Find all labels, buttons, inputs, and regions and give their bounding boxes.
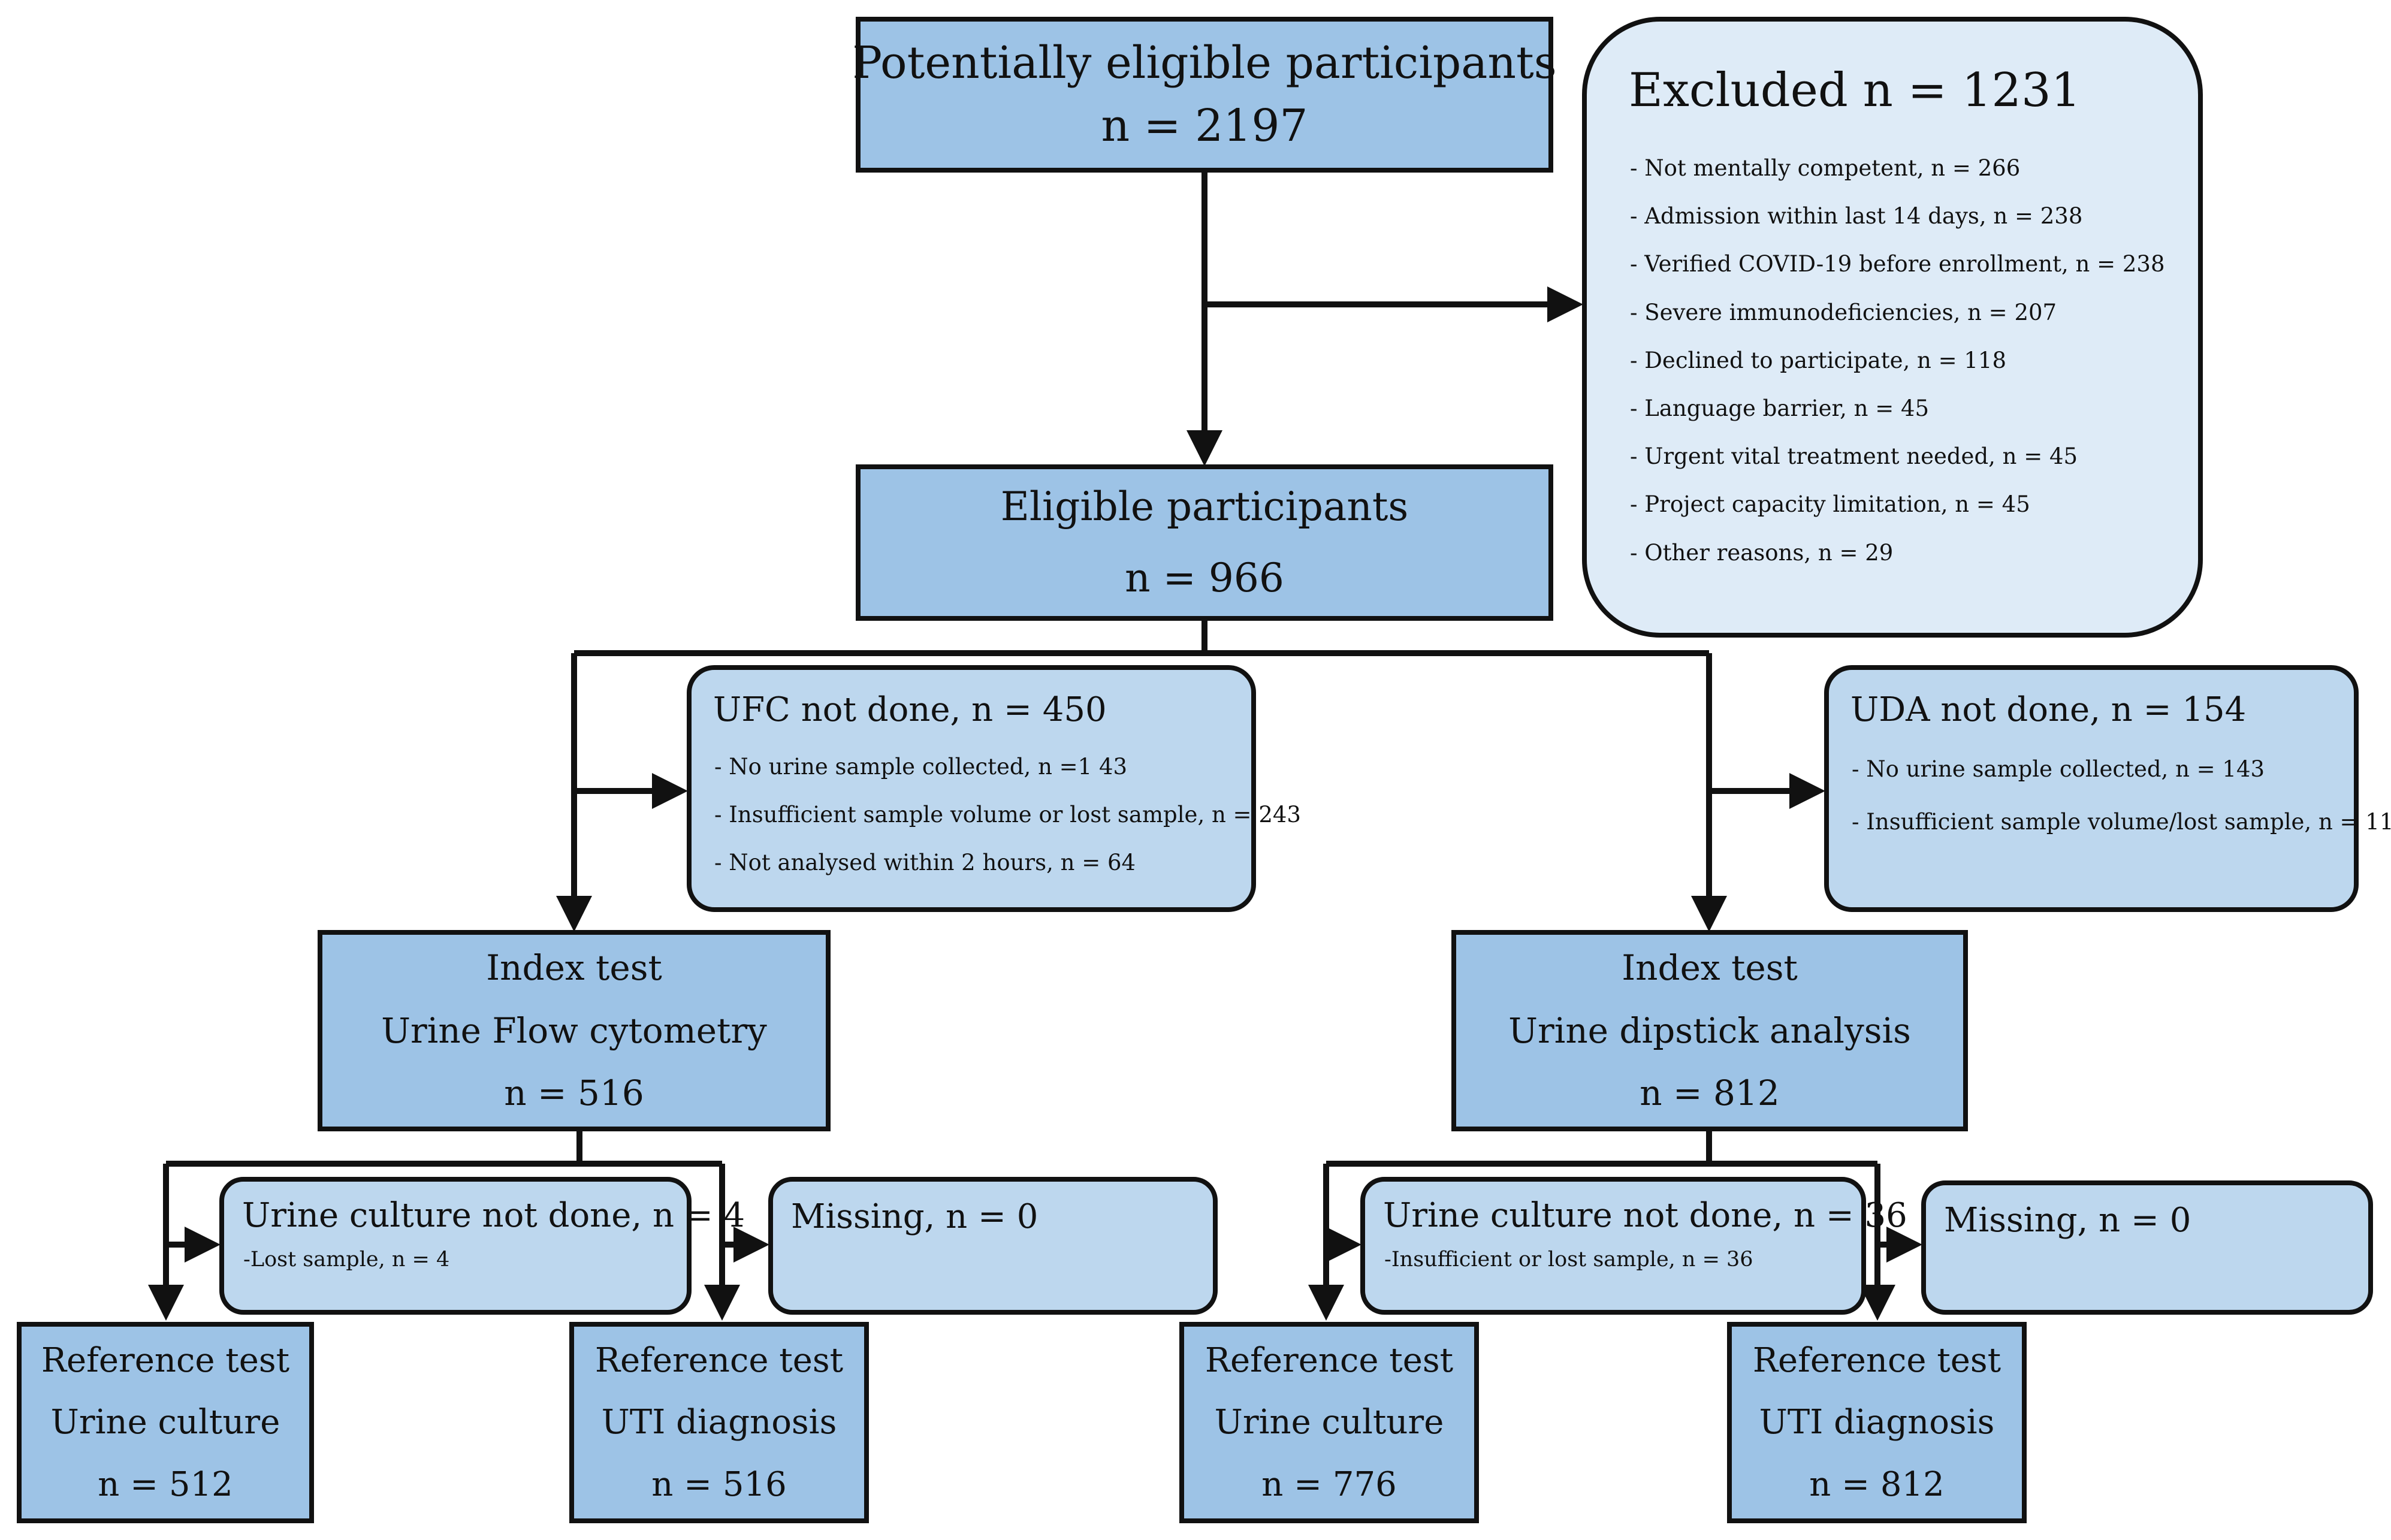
index-test-ufc-method: Urine Flow cytometry [381,1010,767,1051]
reference-urine-culture-uda-box: Reference test Urine culture n = 776 [1179,1322,1479,1523]
reference-method: Urine culture [1214,1403,1444,1442]
excluded-title: Excluded n = 1231 [1629,64,2081,117]
missing-left-title: Missing, n = 0 [791,1197,1038,1236]
potentially-eligible-count: n = 2197 [1101,100,1308,152]
reference-method: Urine culture [50,1403,280,1442]
index-test-uda-box: Index test Urine dipstick analysis n = 8… [1451,930,1968,1131]
uda-lower-split-line [1326,1131,1877,1167]
reference-label: Reference test [1752,1340,2001,1380]
index-test-ufc-label: Index test [486,947,662,989]
reference-count: n = 512 [98,1464,233,1504]
culture-not-done-right-box: Urine culture not done, n = 36 -Insuffic… [1360,1177,1907,1315]
reference-count: n = 516 [651,1464,787,1504]
reference-method: UTI diagnosis [601,1403,837,1442]
index-test-uda-count: n = 812 [1640,1073,1780,1114]
index-test-ufc-count: n = 516 [504,1073,644,1114]
excluded-reason: - Urgent vital treatment needed, n = 45 [1630,443,2078,470]
ufc-not-done-reason: - Insufficient sample volume or lost sam… [714,802,1301,828]
index-test-ufc-box: Index test Urine Flow cytometry n = 516 [318,930,831,1131]
ufc-not-done-title: UFC not done, n = 450 [713,690,1107,729]
reference-label: Reference test [594,1340,844,1380]
eligible-title: Eligible participants [1000,483,1409,530]
excluded-reason-list: - Not mentally competent, n = 266 - Admi… [1630,144,2164,577]
eligible-count: n = 966 [1125,554,1284,601]
excluded-reason: - Not mentally competent, n = 266 [1630,155,2021,181]
index-test-uda-method: Urine dipstick analysis [1508,1010,1911,1051]
eligible-box: Eligible participants n = 966 [856,464,1553,621]
excluded-reason: - Project capacity limitation, n = 45 [1630,491,2030,518]
reference-count: n = 812 [1809,1464,1945,1504]
uda-not-done-box: UDA not done, n = 154 - No urine sample … [1824,665,2391,912]
potentially-eligible-title: Potentially eligible participants [852,37,1557,89]
culture-not-done-right-reason-list: -Insufficient or lost sample, n = 36 [1384,1248,1753,1272]
culture-not-done-left-reason: -Lost sample, n = 4 [243,1248,450,1272]
ufc-not-done-box: UFC not done, n = 450 - No urine sample … [687,665,1301,912]
excluded-reason: - Language barrier, n = 45 [1630,395,1930,421]
excluded-reason: - Verified COVID-19 before enrollment, n… [1630,251,2165,277]
reference-method: UTI diagnosis [1759,1403,1995,1442]
reference-label: Reference test [1204,1340,1454,1380]
culture-not-done-left-reason-list: -Lost sample, n = 4 [243,1248,449,1272]
uda-not-done-reason-list: - No urine sample collected, n = 143 - I… [1852,743,2391,848]
culture-not-done-left-title: Urine culture not done, n = 4 [242,1196,745,1235]
ufc-not-done-reason: - Not analysed within 2 hours, n = 64 [714,850,1136,875]
excluded-reason: - Other reasons, n = 29 [1630,539,1894,566]
culture-not-done-right-title: Urine culture not done, n = 36 [1383,1196,1907,1235]
uda-not-done-reason: - No urine sample collected, n = 143 [1852,756,2265,782]
excluded-reason: - Admission within last 14 days, n = 238 [1630,203,2083,230]
eligible-split-line [574,621,1709,656]
reference-label: Reference test [41,1340,290,1380]
reference-uti-diagnosis-uda-box: Reference test UTI diagnosis n = 812 [1727,1322,2027,1523]
index-test-uda-label: Index test [1622,947,1798,989]
reference-count: n = 776 [1261,1464,1397,1504]
excluded-reason: - Declined to participate, n = 118 [1630,347,2006,373]
missing-right-box: Missing, n = 0 [1921,1180,2373,1315]
excluded-reason: - Severe immunodeficiencies, n = 207 [1630,299,2057,325]
ufc-not-done-reason: - No urine sample collected, n =1 43 [714,754,1128,780]
ufc-lower-split-line [166,1131,722,1167]
ufc-not-done-reason-list: - No urine sample collected, n =1 43 - I… [714,743,1301,887]
potentially-eligible-box: Potentially eligible participants n = 21… [852,17,1557,173]
excluded-box: Excluded n = 1231 - Not mentally compete… [1582,17,2203,638]
missing-right-title: Missing, n = 0 [1944,1201,2191,1240]
uda-not-done-title: UDA not done, n = 154 [1850,690,2247,729]
reference-uti-diagnosis-ufc-box: Reference test UTI diagnosis n = 516 [569,1322,869,1523]
uda-not-done-reason: - Insufficient sample volume/lost sample… [1852,809,2391,835]
missing-left-box: Missing, n = 0 [768,1177,1218,1315]
culture-not-done-right-reason: -Insufficient or lost sample, n = 36 [1384,1248,1753,1272]
culture-not-done-left-box: Urine culture not done, n = 4 -Lost samp… [219,1177,745,1315]
reference-urine-culture-ufc-box: Reference test Urine culture n = 512 [17,1322,314,1523]
